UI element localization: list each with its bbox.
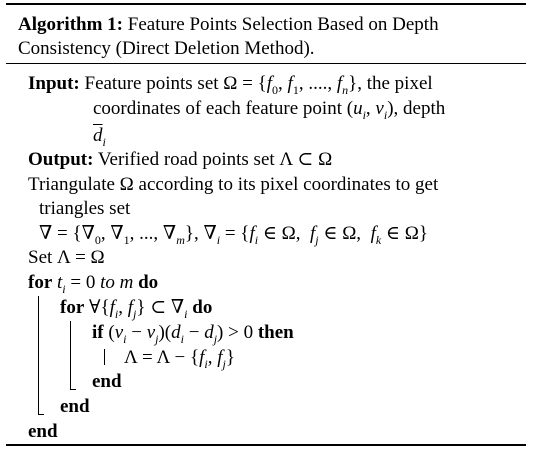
do-keyword: do <box>192 297 213 318</box>
for-outer-line: for ti = 0 to m do <box>28 272 159 296</box>
output-line: Output: Verified road points set Λ ⊂ Ω <box>28 148 332 172</box>
triangle-definition: ∇ = {∇0, ∇1, ..., ∇m}, ∇i = {fi ∈ Ω, fj … <box>39 223 428 247</box>
for-keyword: for <box>28 272 53 293</box>
top-rule <box>6 3 526 5</box>
input-line-3: di <box>93 125 106 149</box>
input-label: Input: <box>28 73 80 94</box>
input-text-1: Feature points set Ω = {f0, f1, ...., fn… <box>84 73 433 97</box>
caption-rule <box>6 63 526 64</box>
outer-for-bar <box>38 296 39 414</box>
assign-line: Λ = Λ − {fi, fj} <box>124 347 235 371</box>
if-bar <box>104 349 105 365</box>
end-if: end <box>92 371 122 392</box>
caption-title-line1: Feature Points Selection Based on Depth <box>127 14 439 35</box>
bottom-rule <box>6 444 526 446</box>
output-text: Verified road points set Λ ⊂ Ω <box>97 149 333 170</box>
then-keyword: then <box>257 322 294 343</box>
set-lambda-line: Set Λ = Ω <box>28 247 105 268</box>
for-keyword: for <box>60 297 85 318</box>
if-line: if (vi − vj)(di − dj) > 0 then <box>92 322 294 346</box>
inner-for-hook <box>70 389 76 390</box>
caption-label: Algorithm 1: <box>18 14 124 35</box>
inner-for-bar <box>70 321 71 389</box>
input-line-1: Input: Feature points set Ω = {f0, f1, .… <box>28 72 433 102</box>
output-label: Output: <box>28 149 94 170</box>
input-line-2: coordinates of each feature point (ui, v… <box>93 98 446 122</box>
algorithm-caption: Algorithm 1: Feature Points Selection Ba… <box>18 13 523 61</box>
do-keyword: do <box>138 272 159 293</box>
triangulate-line-2: triangles set <box>39 198 131 219</box>
for-inner-line: for ∀{fi, fj} ⊂ ∇i do <box>60 297 213 321</box>
outer-for-hook <box>38 414 44 415</box>
end-inner-for: end <box>60 396 90 417</box>
if-keyword: if <box>92 322 104 343</box>
triangulate-line-1: Triangulate Ω according to its pixel coo… <box>28 174 439 195</box>
caption-title-line2: Consistency (Direct Deletion Method). <box>18 38 315 59</box>
end-outer-for: end <box>28 421 58 442</box>
